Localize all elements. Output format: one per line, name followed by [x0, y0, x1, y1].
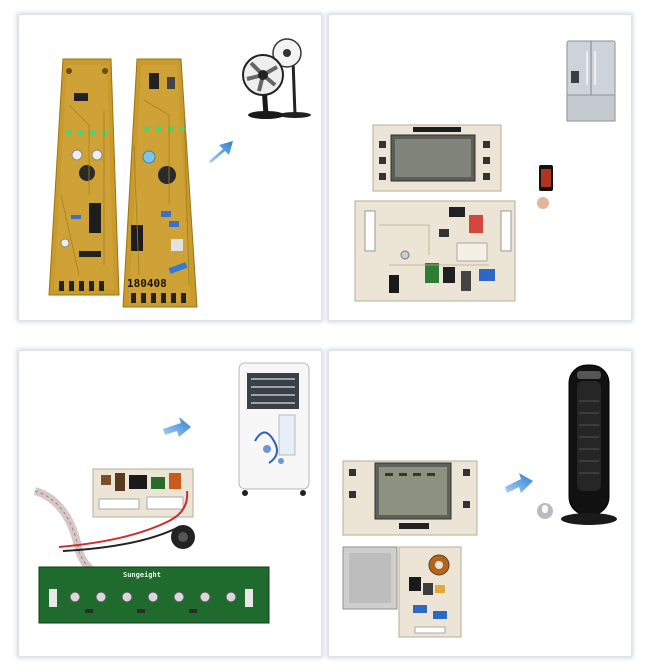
- fan-pcb-scene: 180408: [48, 38, 311, 308]
- display-board: [372, 124, 502, 192]
- arrow-icon: [209, 141, 233, 163]
- refrigerator-image: [566, 40, 616, 122]
- heater-power-board: [342, 546, 462, 638]
- panel-refrigerator-controller: [328, 14, 632, 321]
- fan-pcb-right: 180408: [122, 58, 198, 308]
- cooler-control-board: Sungeight: [38, 566, 270, 624]
- panel-air-cooler-controller: Sungeight: [18, 350, 322, 657]
- heater-pcb-scene: [342, 364, 617, 638]
- cooler-power-board: [92, 468, 194, 518]
- cooler-pcb-marking: Sungeight: [123, 571, 161, 579]
- fan-pcb-marking: 180408: [127, 277, 167, 290]
- arrow-icon: [505, 473, 533, 493]
- panel-heater-controller: [328, 350, 632, 657]
- stand-fan-image: [242, 38, 311, 119]
- tower-heater-image: [561, 364, 617, 525]
- heater-display-board: [342, 460, 478, 536]
- arrow-icon: [163, 417, 191, 437]
- refrigerator-pcb-scene: [354, 40, 616, 302]
- fan-pcb-left: [48, 58, 120, 296]
- smartphone-image: [537, 165, 553, 209]
- buzzer: [171, 525, 195, 549]
- air-cooler-pcb-scene: Sungeight: [33, 362, 310, 624]
- voice-icon: [537, 503, 553, 519]
- panel-fan-controller: 180408: [18, 14, 322, 321]
- main-power-board: [354, 200, 516, 302]
- air-cooler-image: [238, 362, 310, 496]
